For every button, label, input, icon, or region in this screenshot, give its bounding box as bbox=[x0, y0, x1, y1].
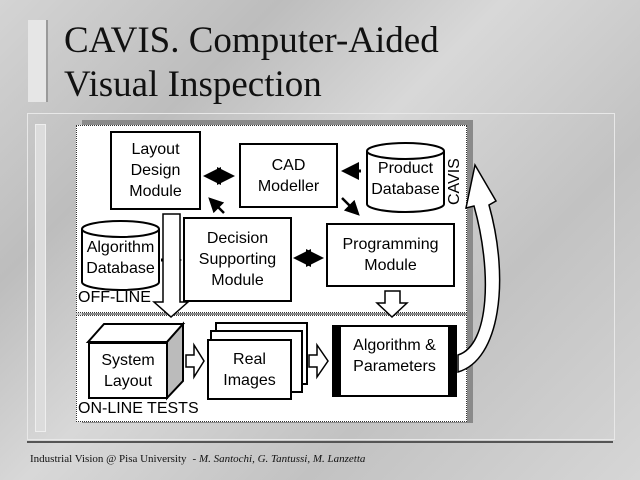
footer-authors: - M. Santochi, G. Tantussi, M. Lanzetta bbox=[192, 453, 366, 465]
label: Design bbox=[130, 162, 181, 179]
label: Supporting bbox=[198, 251, 277, 268]
label: System bbox=[101, 351, 155, 369]
footer: Industrial Vision @ Pisa University - M. … bbox=[30, 453, 365, 465]
slide-title-line1: CAVIS. Computer-Aided bbox=[64, 20, 439, 61]
cavis-label: CAVIS bbox=[446, 158, 463, 205]
hollow-arrow-system-images bbox=[185, 342, 205, 380]
label: Database bbox=[86, 260, 155, 277]
online-label: ON-LINE TESTS bbox=[78, 400, 199, 417]
cad-modeller: CAD Modeller bbox=[239, 143, 338, 208]
decorative-bar bbox=[28, 20, 48, 102]
hollow-arrow-programming-down bbox=[375, 290, 409, 319]
decorative-strip bbox=[35, 124, 46, 432]
label: Algorithm & bbox=[353, 337, 436, 354]
label: Module bbox=[364, 257, 417, 274]
label: Layout bbox=[103, 372, 153, 390]
label: Algorithm bbox=[86, 239, 155, 256]
product-database-cylinder bbox=[366, 142, 445, 213]
diagram-frame bbox=[27, 113, 615, 440]
hollow-arrow-images-algorithm bbox=[308, 342, 329, 380]
algorithm-parameters: Algorithm & Parameters bbox=[332, 325, 457, 397]
feedback-curved-arrow bbox=[457, 162, 501, 373]
label: Module bbox=[129, 183, 182, 200]
label: Database bbox=[371, 181, 440, 198]
arrow-cad-programming bbox=[341, 197, 360, 216]
label: Programming bbox=[342, 236, 439, 253]
offline-label: OFF-LINE bbox=[78, 289, 151, 306]
label: Parameters bbox=[353, 358, 436, 375]
label: Product bbox=[377, 160, 434, 177]
label: Images bbox=[223, 371, 276, 389]
algorithm-database-cylinder bbox=[81, 220, 160, 291]
label: Real bbox=[233, 350, 266, 368]
label: Module bbox=[211, 272, 264, 289]
arrow-decision-layout bbox=[208, 197, 225, 214]
label: Layout bbox=[131, 141, 180, 158]
label: CAD bbox=[271, 156, 306, 174]
footer-org: Industrial Vision @ Pisa University bbox=[30, 453, 187, 465]
label: Modeller bbox=[257, 177, 320, 195]
hollow-arrow-layout-down bbox=[152, 213, 190, 319]
footer-divider bbox=[27, 441, 613, 443]
slide-title-line2: Visual Inspection bbox=[64, 64, 322, 105]
label: Decision bbox=[206, 230, 269, 247]
